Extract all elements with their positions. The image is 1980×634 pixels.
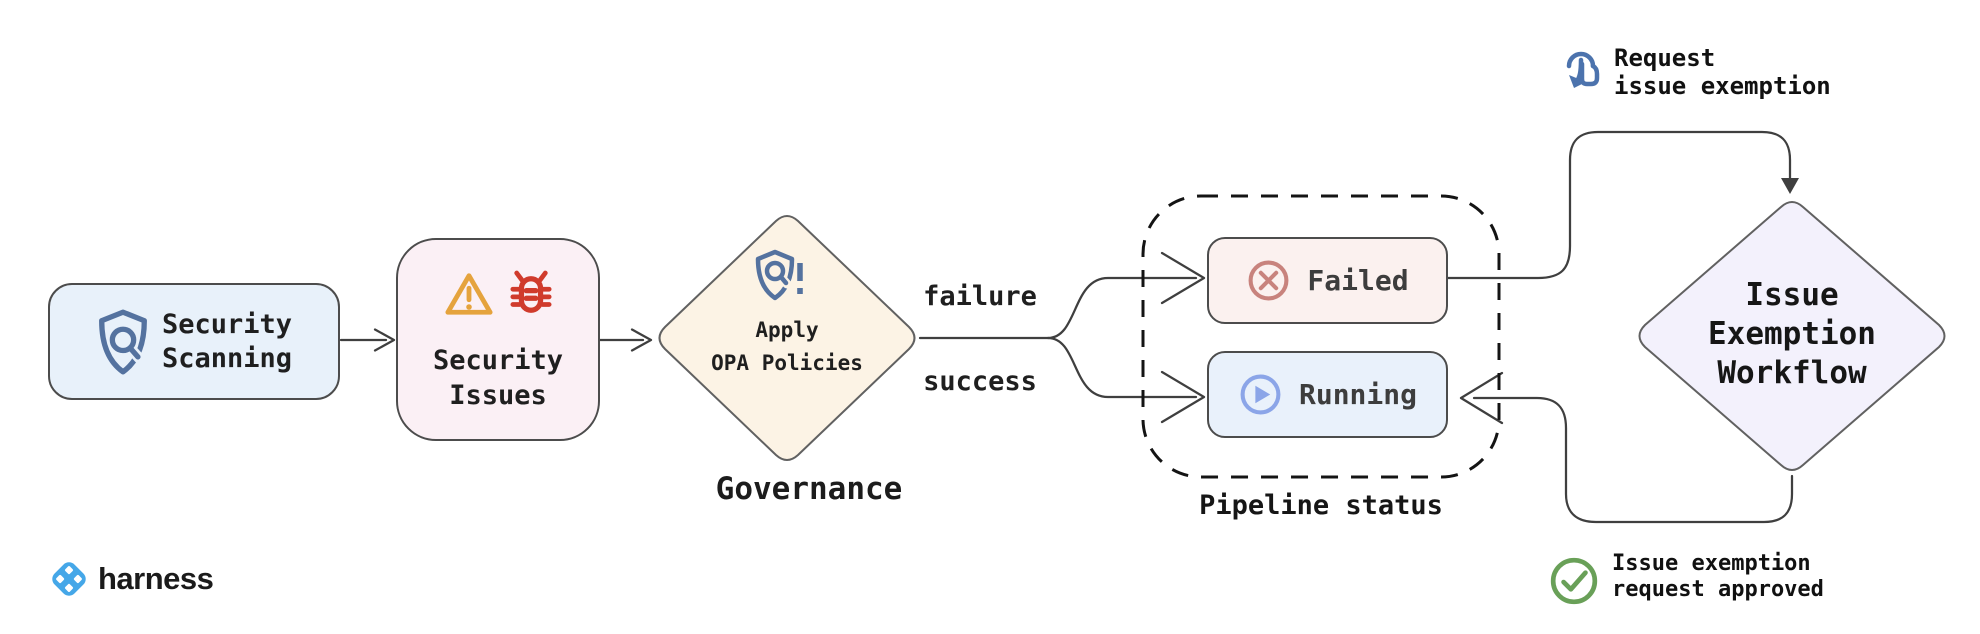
running-label: Running	[1298, 378, 1417, 411]
security-issues-label: Security Issues	[433, 343, 563, 413]
edge-issues-to-opa	[598, 328, 653, 352]
label-line: Security	[432, 344, 564, 376]
check-circle-icon	[1550, 557, 1598, 605]
label-line: Request	[1614, 44, 1716, 72]
failed-label: Failed	[1307, 264, 1409, 297]
label-line: Scanning	[161, 342, 293, 374]
approved-annotation: Issue exemption request approved	[1612, 551, 1824, 603]
tap-gesture-icon	[1566, 51, 1600, 88]
edge-fork-to-failed	[1046, 251, 1206, 340]
harness-brand: harness	[46, 556, 214, 602]
edge-workflow-to-running	[1459, 371, 1794, 524]
label-line: OPA Policies	[711, 351, 863, 375]
issue-exemption-workflow-label: Issue Exemption Workflow	[1672, 276, 1912, 393]
pipeline-status-caption: Pipeline status	[1199, 490, 1443, 521]
arrowhead-into-workflow	[1781, 178, 1799, 194]
warning-triangle-icon	[445, 272, 493, 315]
label-line: Issue exemption	[1612, 551, 1811, 576]
shield-search-icon	[99, 309, 147, 374]
failed-status-node: Failed	[1207, 237, 1448, 324]
label-line: Security	[161, 308, 293, 340]
harness-diamond-logo	[52, 562, 86, 596]
pipeline-status-boundary	[1141, 194, 1501, 479]
running-status-node: Running	[1207, 351, 1448, 438]
security-issues-node: Security Issues	[396, 238, 600, 441]
brand-name: harness	[98, 561, 214, 596]
label-line: Issue	[1745, 277, 1839, 313]
edge-scan-to-issues	[339, 328, 396, 352]
issue-exemption-workflow-diamond	[1638, 201, 1946, 471]
edge-failed-to-workflow	[1446, 130, 1792, 280]
security-scanning-label: Security Scanning	[162, 308, 292, 376]
label-line: Workflow	[1717, 355, 1867, 391]
circle-x-icon	[1248, 260, 1289, 301]
apply-opa-label: Apply OPA Policies	[687, 314, 887, 380]
governance-caption: Governance	[715, 471, 903, 507]
edge-fork-to-running	[1046, 336, 1206, 424]
label-line: request approved	[1612, 577, 1824, 602]
shield-search-alert-icon	[755, 249, 803, 301]
security-scanning-node: Security Scanning	[48, 283, 340, 400]
failure-edge-label: failure	[923, 281, 1037, 312]
label-line: Issues	[449, 379, 547, 411]
success-edge-label: success	[923, 366, 1037, 397]
circle-play-icon	[1240, 374, 1281, 415]
label-line: issue exemption	[1614, 72, 1831, 100]
bug-icon	[510, 270, 552, 313]
apply-opa-diamond	[658, 215, 916, 461]
label-line: Apply	[755, 318, 819, 342]
label-line: Exemption	[1708, 316, 1876, 352]
security-issues-icons	[444, 267, 552, 321]
request-exemption-annotation: Request issue exemption	[1614, 44, 1831, 100]
